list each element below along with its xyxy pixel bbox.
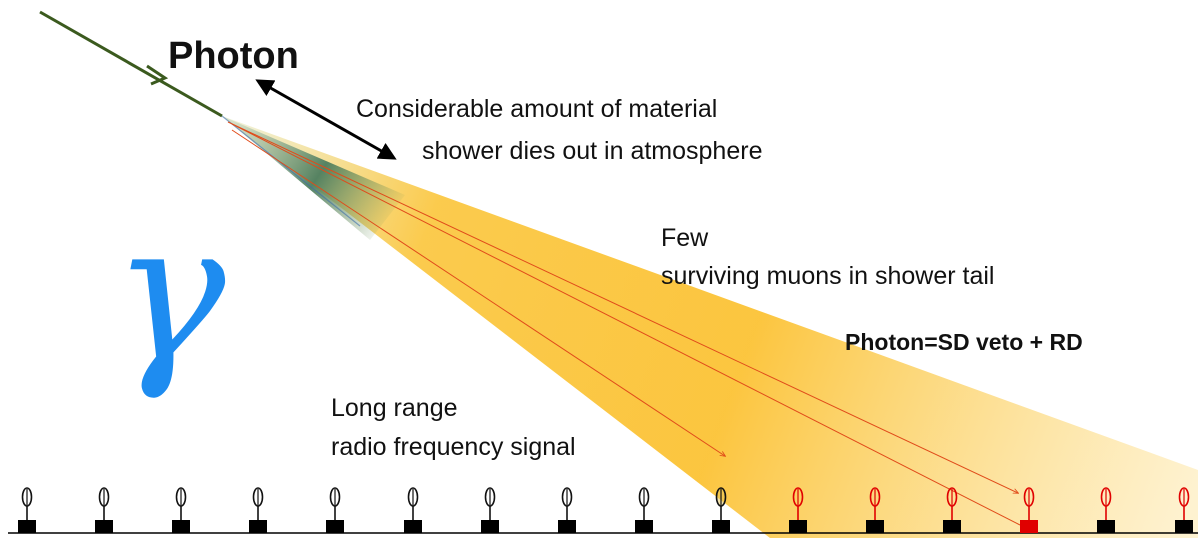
muons-label-line1: Few: [661, 224, 709, 252]
detector-station: [172, 487, 190, 533]
criterion-label: Photon=SD veto + RD: [845, 329, 1083, 355]
radio-signal-track: [231, 129, 725, 456]
radio-antenna-icon: [1178, 487, 1190, 507]
material-label-line2: shower dies out in atmosphere: [422, 137, 762, 165]
primary-track-arrowhead: [146, 64, 169, 86]
detector-station: [249, 487, 267, 533]
detector-station: [635, 487, 653, 533]
shower-cone: [222, 116, 1198, 538]
gamma-symbol: γ: [112, 182, 226, 403]
radio-antenna-icon: [869, 487, 881, 507]
surface-detector-icon: [326, 520, 344, 533]
radio-antenna-icon: [98, 487, 110, 507]
radio-antenna-icon: [1023, 487, 1035, 507]
surface-detector-icon: [95, 520, 113, 533]
primary-photon-track: [39, 10, 223, 118]
radio-antenna-icon: [21, 487, 33, 507]
radio-antenna-icon: [175, 487, 187, 507]
detector-station: [481, 487, 499, 533]
material-label-line1: Considerable amount of material: [356, 95, 717, 123]
material-depth-arrow: [255, 79, 397, 160]
detector-station: [1097, 487, 1115, 533]
detector-station: [712, 487, 730, 533]
detector-station: [943, 487, 961, 533]
shower-axis-line: [221, 115, 361, 227]
surface-detector-icon: [789, 520, 807, 533]
surface-detector-icon: [18, 520, 36, 533]
surface-detector-icon: [712, 520, 730, 533]
radio-antenna-icon: [484, 487, 496, 507]
muon-track: [231, 123, 1021, 526]
muon-track: [227, 121, 1018, 493]
surface-detector-icon: [866, 520, 884, 533]
surface-detector-icon: [635, 520, 653, 533]
radio-antenna-icon: [561, 487, 573, 507]
radio-antenna-icon: [946, 487, 958, 507]
radio-antenna-icon: [1100, 487, 1112, 507]
radio-antenna-icon: [407, 487, 419, 507]
surface-detector-icon: [1097, 520, 1115, 533]
detector-station: [326, 487, 344, 533]
radio-label-line2: radio frequency signal: [331, 433, 576, 461]
radio-antenna-icon: [638, 487, 650, 507]
radio-antenna-icon: [792, 487, 804, 507]
surface-detector-icon: [481, 520, 499, 533]
photon-title: Photon: [168, 35, 299, 77]
surface-detector-icon: [404, 520, 422, 533]
surface-detector-icon: [249, 520, 267, 533]
detector-station: [1175, 487, 1193, 533]
surface-detector-icon: [1020, 520, 1038, 533]
radio-antenna-icon: [252, 487, 264, 507]
surface-detector-icon: [1175, 520, 1193, 533]
detector-station: [866, 487, 884, 533]
surface-detector-icon: [558, 520, 576, 533]
surface-detector-icon: [943, 520, 961, 533]
detector-station: [95, 487, 113, 533]
surface-detector-icon: [172, 520, 190, 533]
radio-antenna-icon: [329, 487, 341, 507]
muons-label-line2: surviving muons in shower tail: [661, 262, 994, 290]
radio-label-line1: Long range: [331, 394, 458, 422]
detector-station: [558, 487, 576, 533]
detector-station: [18, 487, 36, 533]
detector-station: [404, 487, 422, 533]
detector-station: [789, 487, 807, 533]
detector-station: [1020, 487, 1038, 533]
detector-array: [18, 487, 1193, 533]
